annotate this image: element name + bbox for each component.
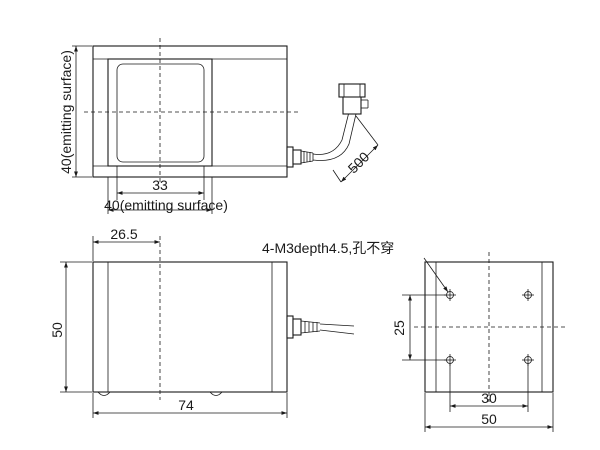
side-foot-left bbox=[97, 391, 111, 396]
side-foot-right bbox=[209, 391, 223, 396]
top-view-housing bbox=[92, 45, 288, 178]
top-dim-inner-width: 33 bbox=[152, 177, 168, 193]
top-dim-height-label: 40(emitting surface) bbox=[58, 50, 74, 174]
side-view: 26.5 50 74 bbox=[49, 226, 355, 418]
top-dim-width-label: 40(emitting surface) bbox=[104, 197, 228, 213]
bottom-view: 4-M3depth4.5,孔不穿 25 30 50 bbox=[262, 240, 566, 432]
side-dim-height: 50 bbox=[49, 322, 65, 338]
side-view-housing bbox=[92, 261, 288, 393]
emitting-surface-inner bbox=[116, 63, 205, 163]
bottom-dim-hole-pitch-h: 30 bbox=[481, 390, 497, 406]
top-dim-cable-length: 500 bbox=[345, 148, 373, 176]
cable-gland-side bbox=[286, 315, 355, 339]
bottom-dim-hole-pitch-v: 25 bbox=[391, 320, 407, 336]
top-view: 40(emitting surface) 33 40(emitting surf… bbox=[58, 38, 379, 214]
side-dim-length: 74 bbox=[178, 397, 194, 413]
side-dim-offset: 26.5 bbox=[110, 226, 137, 242]
bottom-dim-width: 50 bbox=[481, 411, 497, 427]
mounting-hole bbox=[522, 289, 534, 301]
mounting-hole bbox=[522, 354, 534, 366]
hole-callout-note: 4-M3depth4.5,孔不穿 bbox=[262, 240, 394, 256]
cable-gland-top bbox=[286, 83, 369, 168]
